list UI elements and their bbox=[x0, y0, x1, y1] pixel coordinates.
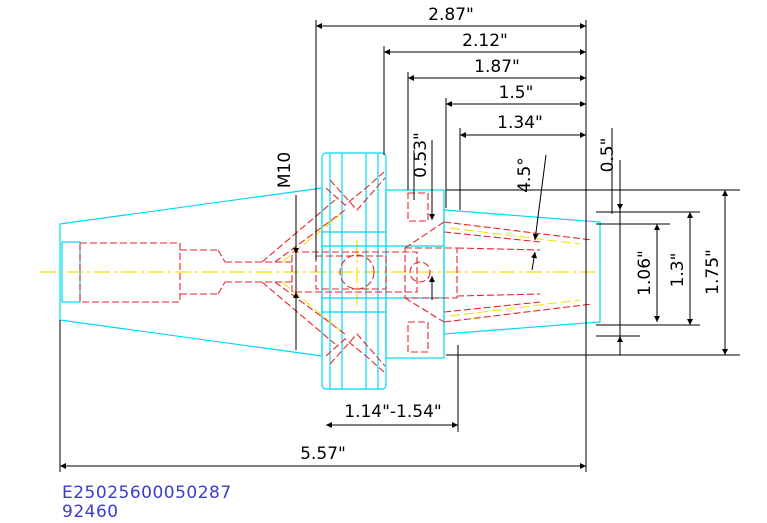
label-5-57: 5.57" bbox=[300, 444, 346, 464]
part-code: E25025600050287 bbox=[62, 483, 232, 503]
label-1-75: 1.75" bbox=[703, 249, 723, 295]
retention-stud bbox=[61, 241, 81, 303]
label-m10: M10 bbox=[275, 152, 295, 188]
label-range: 1.14"-1.54" bbox=[344, 402, 441, 422]
collet-body bbox=[385, 189, 445, 359]
centerline bbox=[40, 240, 600, 305]
label-4-5: 4.5° bbox=[515, 157, 535, 193]
label-1-06: 1.06" bbox=[635, 250, 655, 296]
dimension-lines bbox=[60, 23, 728, 469]
label-0-53: 0.53" bbox=[411, 132, 431, 178]
dim-angle bbox=[532, 154, 547, 241]
part-identifiers: E25025600050287 92460 bbox=[62, 484, 232, 522]
label-0-5: 0.5" bbox=[598, 138, 618, 173]
label-1-5: 1.5" bbox=[499, 83, 534, 103]
label-2-87: 2.87" bbox=[428, 5, 474, 25]
label-1-34: 1.34" bbox=[497, 113, 543, 133]
collet-nut bbox=[443, 209, 601, 335]
hidden-lines bbox=[79, 171, 593, 373]
tool-body bbox=[59, 152, 601, 390]
label-1-3: 1.3" bbox=[668, 253, 688, 288]
flange bbox=[321, 152, 387, 390]
label-2-12: 2.12" bbox=[462, 31, 508, 51]
dimension-labels: 2.87" 2.12" 1.87" 1.5" 1.34" 5.57" 1.14"… bbox=[275, 5, 723, 464]
part-number: 92460 bbox=[62, 502, 119, 522]
extension-lines bbox=[59, 20, 740, 472]
yellow-accents bbox=[281, 214, 581, 331]
label-1-87: 1.87" bbox=[474, 57, 520, 77]
